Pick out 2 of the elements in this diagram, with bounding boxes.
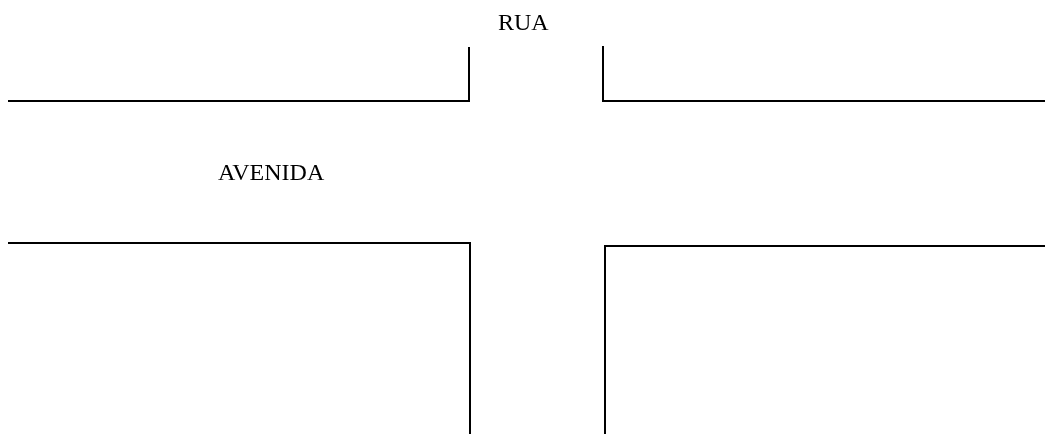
street-name: AVENIDA xyxy=(218,158,325,186)
street-name: RUA xyxy=(498,8,549,36)
